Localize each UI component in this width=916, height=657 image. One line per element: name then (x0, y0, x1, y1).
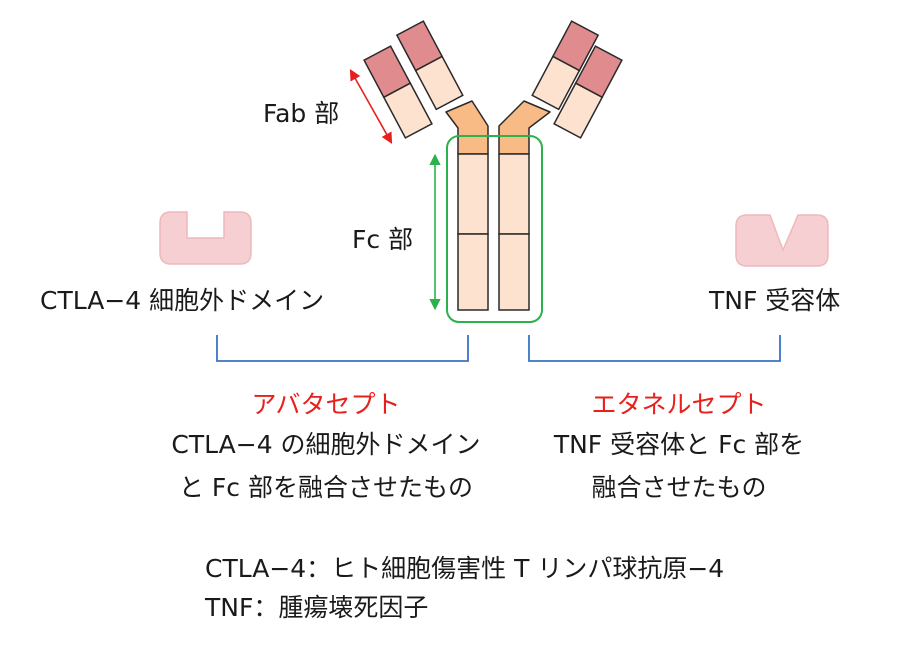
abatacept-description-line1: CTLA−4 の細胞外ドメイン (171, 430, 481, 459)
ctla4-domain-label: CTLA−4 細胞外ドメイン (40, 286, 325, 315)
left-heavy-ch1-region (414, 55, 464, 111)
etanercept-description-line2: 融合させたもの (591, 473, 767, 502)
right-light-chain (553, 45, 623, 139)
fc-label: Fc 部 (352, 225, 414, 254)
fab-label: Fab 部 (263, 99, 340, 128)
abatacept-bracket (216, 335, 469, 362)
left-light-constant-region (382, 82, 433, 139)
left-fc-segment-2 (457, 233, 489, 311)
abatacept-description-line2: と Fc 部を融合させたもの (178, 473, 474, 502)
ctla4-domain-shape (159, 211, 252, 265)
right-heavy-ch1-region (531, 55, 581, 111)
right-light-constant-region (553, 82, 604, 139)
fc-region-box (446, 135, 543, 323)
tnf-receptor-label: TNF 受容体 (709, 286, 841, 315)
fab-arrow (349, 69, 393, 144)
tnf-receptor-shape (735, 214, 829, 267)
right-fc-segment-2 (498, 233, 530, 311)
abatacept-name: アバタセプト (251, 390, 401, 419)
right-heavy-arm (531, 20, 600, 111)
etanercept-name: エタネルセプト (591, 390, 767, 419)
etanercept-description-line1: TNF 受容体と Fc 部を (553, 430, 805, 459)
etanercept-bracket (528, 335, 781, 362)
left-fc-segment-1 (457, 153, 489, 235)
right-fc-chain (498, 153, 530, 311)
footnote-tnf: TNF：腫瘍壊死因子 (205, 593, 429, 622)
footnote-ctla4: CTLA−4：ヒト細胞傷害性 T リンパ球抗原−4 (205, 554, 725, 583)
left-heavy-arm (395, 20, 464, 111)
left-hinge (445, 100, 489, 155)
right-fc-segment-1 (498, 153, 530, 235)
left-fc-chain (457, 153, 489, 311)
